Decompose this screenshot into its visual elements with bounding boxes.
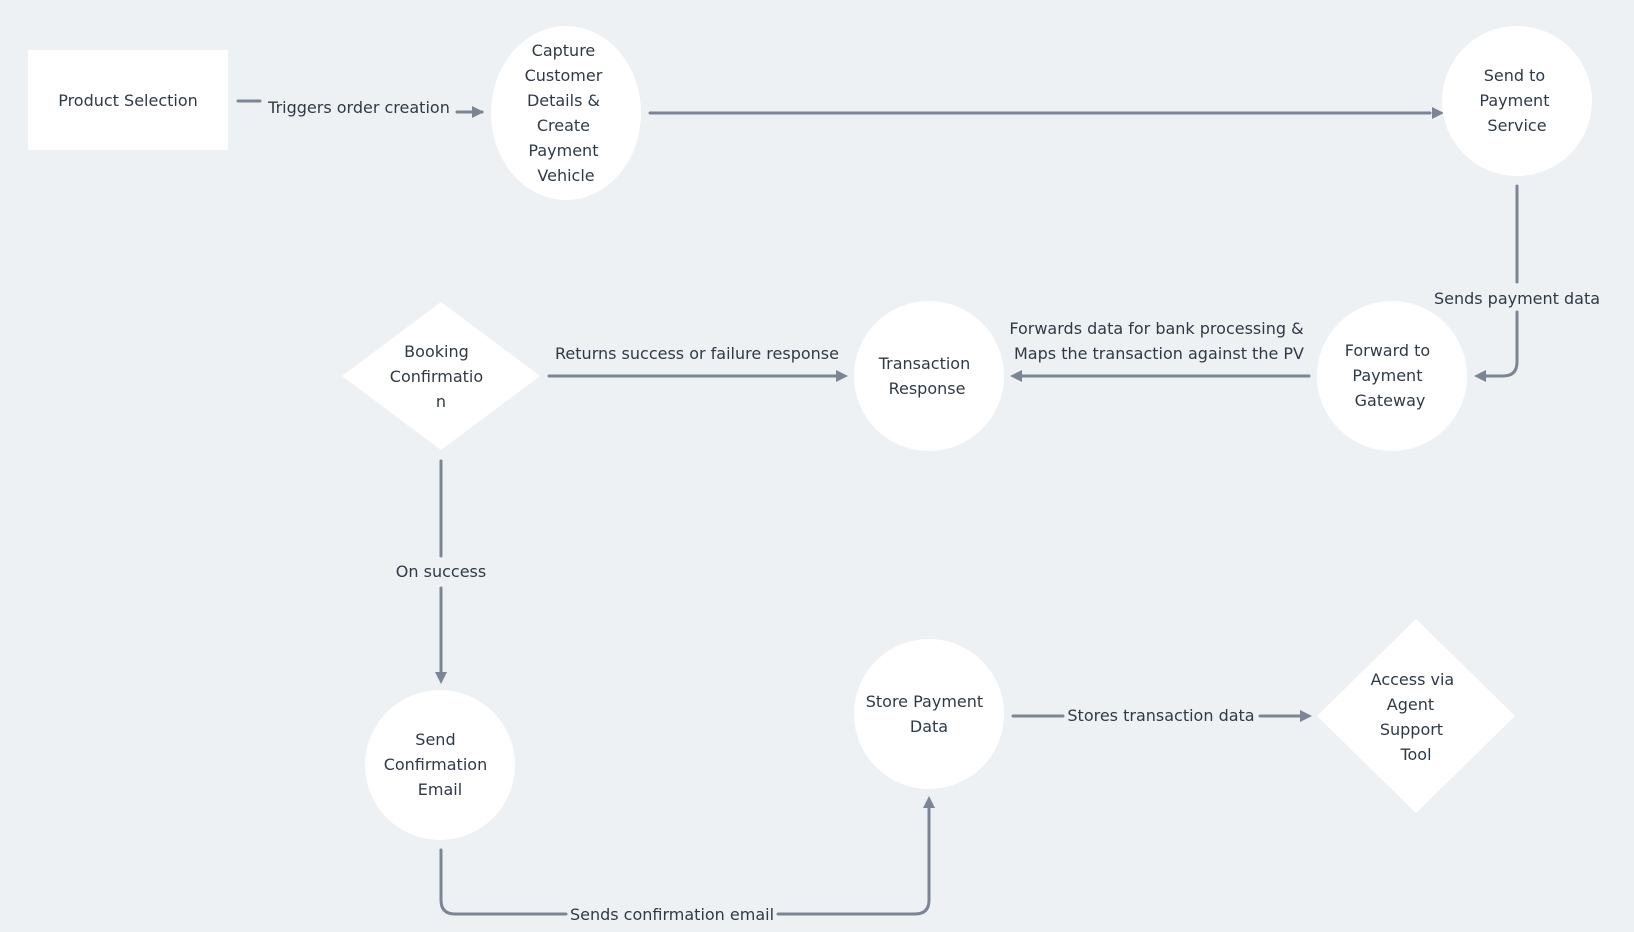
- node-transaction-response[interactable]: Transaction Response: [854, 301, 1004, 451]
- node-access-via-agent-support-tool[interactable]: Access via Agent Support Tool: [1317, 619, 1515, 813]
- edge-label-triggers-order: Triggers order creation: [267, 98, 450, 117]
- node-shape-circle: [1317, 301, 1467, 451]
- arrowhead-access: [1300, 710, 1312, 722]
- node-label: Forward to Payment Gateway: [1345, 341, 1436, 410]
- node-shape-diamond: [342, 302, 540, 450]
- arrowhead-email: [435, 672, 447, 684]
- node-shape-rectangle: [28, 50, 228, 150]
- node-booking-confirmation[interactable]: Booking Confirmatio n: [342, 302, 540, 450]
- nodes: Product Selection Capture Customer Detai…: [28, 26, 1592, 840]
- node-store-payment-data[interactable]: Store Payment Data: [854, 639, 1004, 789]
- arrowhead-payment-service: [1432, 107, 1444, 119]
- node-send-confirmation-email[interactable]: Send Confirmation Email: [365, 690, 515, 840]
- node-label: Send to Payment Service: [1479, 66, 1554, 135]
- edge-labels: Triggers order creation Sends payment da…: [267, 98, 1600, 924]
- node-shape-circle: [854, 639, 1004, 789]
- node-forward-to-payment-gateway[interactable]: Forward to Payment Gateway: [1317, 301, 1467, 451]
- node-label: Store Payment Data: [866, 692, 989, 736]
- edge-label-sends-payment-data: Sends payment data: [1434, 289, 1600, 308]
- arrowhead-transaction-2: [836, 370, 848, 382]
- edge-label-returns-response: Returns success or failure response: [555, 344, 839, 363]
- edge-label-stores-transaction-data: Stores transaction data: [1067, 706, 1254, 725]
- arrowhead-transaction: [1010, 370, 1022, 382]
- node-send-to-payment-service[interactable]: Send to Payment Service: [1442, 26, 1592, 176]
- node-shape-circle: [1442, 26, 1592, 176]
- node-label: Transaction Response: [878, 354, 976, 398]
- node-label: Booking Confirmatio n: [390, 342, 488, 411]
- node-label: Access via Agent Support Tool: [1371, 670, 1460, 764]
- arrowhead-capture: [472, 106, 484, 118]
- edge-label-sends-confirmation-email: Sends confirmation email: [570, 905, 774, 924]
- arrowhead-gateway: [1474, 370, 1486, 382]
- edge-label-forwards-data: Forwards data for bank processing & Maps…: [1009, 319, 1308, 363]
- edge-label-on-success: On success: [396, 562, 486, 581]
- node-capture-customer-details[interactable]: Capture Customer Details & Create Paymen…: [491, 26, 641, 200]
- node-shape-diamond: [1317, 619, 1515, 813]
- edge-email-to-store[interactable]: [439, 804, 931, 916]
- edge-payment-service-to-gateway[interactable]: [1482, 184, 1519, 378]
- node-shape-circle: [365, 690, 515, 840]
- edges: [236, 99, 1519, 916]
- node-label: Product Selection: [58, 91, 198, 110]
- node-label: Send Confirmation Email: [384, 730, 493, 799]
- node-label: Capture Customer Details & Create Paymen…: [525, 41, 608, 185]
- node-shape-circle: [854, 301, 1004, 451]
- node-product-selection[interactable]: Product Selection: [28, 50, 228, 150]
- arrowhead-store: [923, 796, 935, 808]
- node-shape-ellipse: [491, 26, 641, 200]
